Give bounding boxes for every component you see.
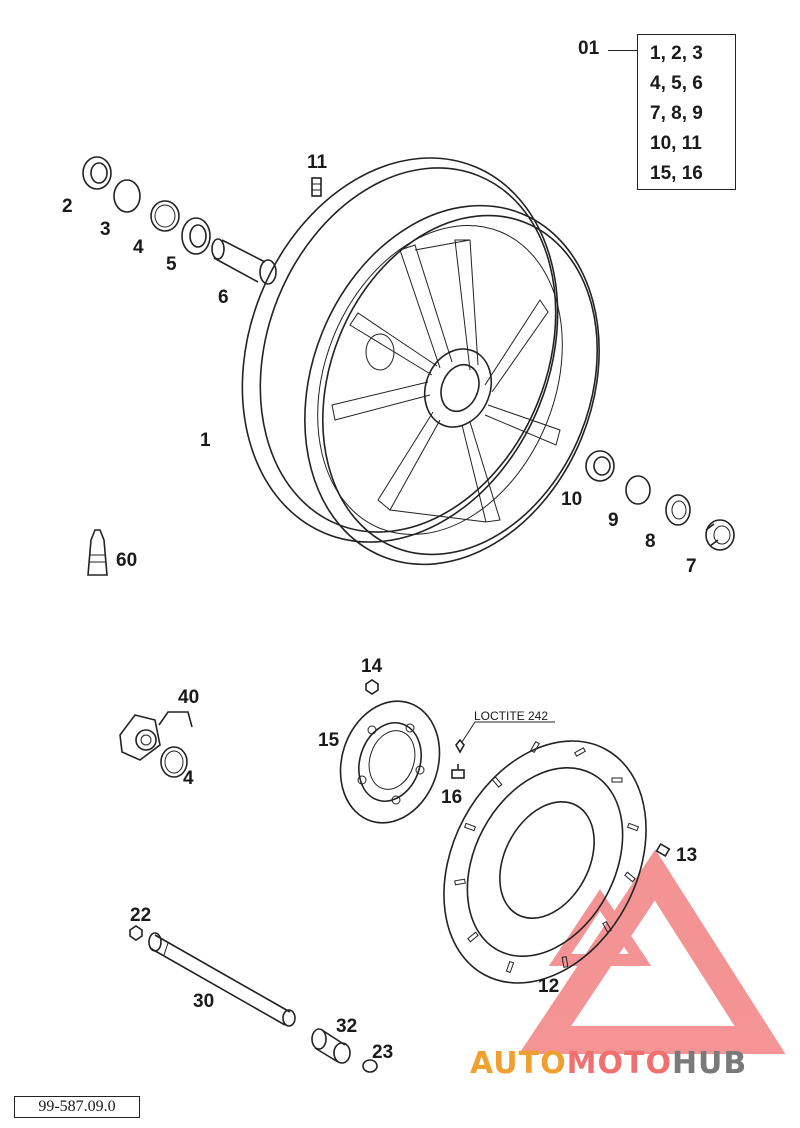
callout-3: 3: [100, 219, 111, 240]
axle-part-30: [148, 932, 296, 1027]
front-wheel: [241, 157, 600, 566]
callout-2: 2: [62, 196, 73, 217]
brake-disc-part-12: [443, 740, 647, 984]
o-ring-part-8: [665, 494, 691, 526]
callout-14: 14: [361, 656, 383, 677]
spacer-tube-part-6: [211, 238, 277, 285]
callout-32: 32: [336, 1016, 357, 1037]
group-member-line: 10, 11: [650, 133, 702, 154]
watermark-triangle-logo: [518, 849, 786, 1054]
group-bracket-40: [158, 711, 193, 728]
callout-11: 11: [307, 152, 328, 173]
callout-13: 13: [676, 845, 697, 866]
group-member-line: 7, 8, 9: [650, 103, 703, 124]
watermark-part-moto: MOTO: [566, 1046, 672, 1081]
group-member-line: 15, 16: [650, 163, 703, 184]
nut-part-14: [365, 679, 379, 695]
wheel-spokes: [331, 239, 561, 523]
nut-part-22: [129, 925, 143, 941]
nut-part-23: [362, 1059, 378, 1073]
callout-5: 5: [166, 254, 177, 275]
callout-7: 7: [686, 556, 697, 577]
group-label: 01: [578, 38, 600, 59]
callout-6: 6: [218, 287, 229, 308]
seal-ring-part-2: [82, 156, 112, 190]
circlip-part-4-lower: [160, 746, 188, 778]
callout-1: 1: [200, 430, 211, 451]
group-leader-line: [608, 50, 638, 51]
group-members-box: 1, 2, 3 4, 5, 6 7, 8, 9 10, 11 15, 16: [637, 34, 736, 190]
speedo-drive-part-40: [119, 714, 161, 761]
callout-4-lower: 4: [183, 768, 194, 789]
callout-15: 15: [318, 730, 340, 751]
watermark-brand-text: AUTOMOTOHUB: [470, 1046, 747, 1081]
callout-16: 16: [441, 787, 462, 808]
loctite-annotation: LOCTITE 242: [474, 709, 548, 723]
callout-22: 22: [130, 905, 151, 926]
spacer-part-32: [311, 1028, 351, 1064]
drawing-number: 99-587.09.0: [14, 1096, 140, 1118]
callout-12: 12: [538, 976, 559, 997]
group-member-line: 1, 2, 3: [650, 43, 703, 64]
watermark-part-auto: AUTO: [470, 1046, 567, 1081]
callout-23: 23: [372, 1042, 393, 1063]
bolt-part-16: [451, 721, 555, 779]
spacer-part-7: [705, 519, 735, 551]
bearing-part-5: [181, 217, 211, 255]
o-ring-part-3: [113, 179, 141, 213]
circlip-part-4: [150, 200, 180, 232]
watermark-part-hub: HUB: [671, 1046, 748, 1081]
callout-30: 30: [193, 991, 214, 1012]
valve-part-11: [311, 177, 322, 197]
disc-carrier-part-15: [339, 700, 441, 824]
callout-4: 4: [133, 237, 144, 258]
circlip-part-9: [625, 475, 651, 505]
callout-10: 10: [561, 489, 582, 510]
callout-9: 9: [608, 510, 619, 531]
bearing-part-10: [585, 450, 615, 482]
screw-part-13: [655, 842, 671, 858]
callout-40: 40: [178, 687, 199, 708]
group-member-line: 4, 5, 6: [650, 73, 703, 94]
grease-tube-part-60: [87, 529, 108, 576]
callout-8: 8: [645, 531, 656, 552]
callout-60: 60: [116, 550, 137, 571]
